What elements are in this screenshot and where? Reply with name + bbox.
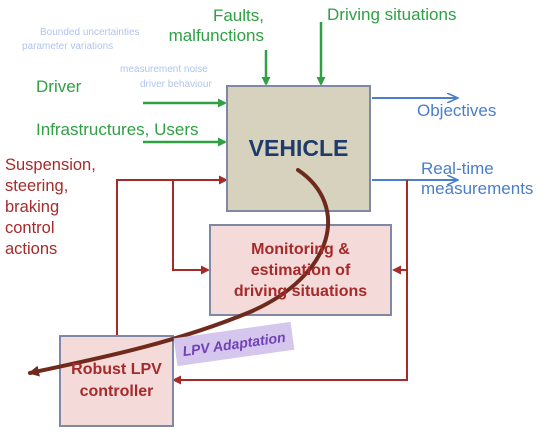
- control-to-monitoring-arrow: [172, 180, 210, 275]
- measurements-to-monitoring-arrow: [392, 180, 408, 275]
- ghost-text-2: parameter variations: [22, 41, 114, 52]
- control-actions-arrow: [116, 175, 228, 335]
- faults-label: Faults, malfunctions: [168, 6, 264, 45]
- driving-situations-label: Driving situations: [327, 5, 457, 24]
- ghost-text-3: measurement noise: [120, 64, 208, 75]
- monitoring-box: [209, 224, 392, 316]
- control-actions-label: Suspension, steering, braking control ac…: [5, 156, 96, 258]
- lpv-adaptation-curve: [28, 168, 331, 377]
- objectives-label: Objectives: [417, 101, 497, 120]
- realtime-measurements-label: Real-time measurements: [421, 159, 534, 198]
- vehicle-label: VEHICLE: [248, 135, 349, 161]
- driver-label: Driver: [36, 77, 82, 96]
- vehicle-box: [226, 85, 371, 212]
- controller-box: [59, 335, 174, 427]
- measurements-to-controller-arrow: [172, 270, 408, 385]
- ghost-text-1: Bounded uncertainties: [40, 27, 140, 38]
- ghost-text-4: driver behaviour: [140, 79, 212, 90]
- monitoring-label: Monitoring & estimation of driving situa…: [233, 240, 368, 300]
- controller-label: Robust LPV controller: [71, 361, 162, 400]
- infrastructures-users-label: Infrastructures, Users: [36, 120, 199, 139]
